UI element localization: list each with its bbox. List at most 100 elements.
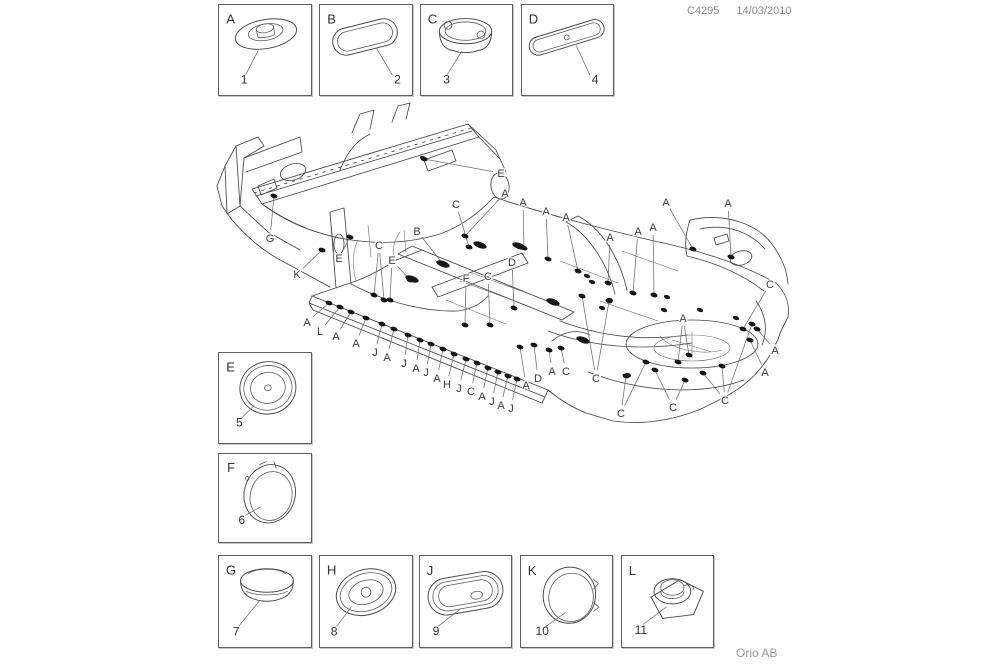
plug-dot	[685, 352, 693, 358]
box-letter: F	[227, 460, 235, 475]
plug-dot	[545, 347, 553, 353]
leader-line	[312, 302, 330, 318]
plug-dot	[473, 360, 481, 366]
leader-line	[487, 283, 491, 326]
callout-label-A: A	[332, 331, 340, 343]
disc-rings-drawing	[235, 356, 301, 419]
leader-line	[421, 237, 444, 265]
plug-dot	[606, 297, 614, 303]
part-illustration: F6	[227, 454, 311, 542]
callout-label-D: D	[508, 257, 516, 269]
leader-line	[654, 369, 670, 400]
plug-dot	[484, 365, 492, 371]
plug-dot	[325, 300, 333, 306]
plug-dot	[578, 293, 586, 299]
callout-label-H: H	[443, 379, 451, 391]
long-oval-plug-drawing	[527, 17, 606, 57]
part-illustration: J9	[420, 563, 511, 638]
plug-dot	[516, 344, 524, 350]
leader-line	[302, 249, 323, 269]
callout-label-J: J	[508, 403, 514, 415]
plug-bar	[512, 242, 526, 250]
leader-line	[545, 218, 549, 260]
callout-label-C: C	[562, 366, 570, 378]
item-leader-line	[245, 50, 259, 75]
leader-line	[438, 348, 444, 371]
plug-dot	[696, 307, 704, 313]
plug-dot	[624, 372, 632, 378]
item-number: 5	[236, 416, 243, 430]
plug-dot	[604, 280, 612, 286]
plug-dot	[557, 345, 565, 351]
plug-dot	[674, 359, 682, 365]
plug-dot	[510, 305, 518, 311]
callout-label-A: A	[383, 352, 391, 364]
part-illustration: H8	[327, 556, 412, 638]
ring-clip-drawing	[540, 564, 604, 628]
part-illustration: K10	[528, 563, 612, 638]
plug-dot	[461, 322, 469, 328]
item-leader-line	[643, 606, 667, 625]
plug-dot	[347, 309, 355, 315]
callout-label-A: A	[303, 317, 311, 329]
callout-label-A: A	[606, 232, 614, 244]
leader-line	[683, 325, 690, 356]
plug-dot	[753, 326, 761, 332]
leader-line	[270, 195, 275, 231]
plug-dot	[462, 356, 470, 362]
item-number: 3	[443, 72, 450, 86]
plug-dot	[390, 326, 398, 332]
leader-line	[624, 361, 647, 406]
grommet-donut-drawing	[233, 14, 299, 53]
leader-line	[472, 362, 478, 384]
item-leader-line	[545, 612, 566, 627]
leader-line	[448, 353, 455, 377]
callout-label-C: C	[592, 373, 600, 385]
leader-line	[677, 325, 683, 363]
item-number: 2	[394, 72, 401, 86]
plug-dot	[404, 332, 412, 338]
part-illustration: L11	[629, 563, 713, 637]
leader-line	[522, 209, 525, 249]
chassis-line-art	[216, 102, 789, 423]
item-leader-line	[438, 608, 461, 627]
leader-line	[339, 311, 352, 330]
item-leader-line	[238, 599, 261, 627]
plug-bar	[436, 260, 450, 268]
plug-dot	[370, 292, 378, 298]
box-letter: G	[226, 563, 236, 578]
plug-dot	[416, 337, 424, 343]
callout-label-D: D	[534, 373, 542, 385]
item-leader-line	[446, 51, 462, 75]
plug-dot	[465, 244, 473, 250]
leader-line	[728, 210, 732, 258]
callout-label-A: A	[649, 222, 657, 234]
item-number: 7	[233, 624, 240, 638]
leader-line	[416, 339, 421, 361]
item-number: 9	[433, 624, 440, 638]
box-letter: J	[427, 563, 434, 578]
plug-dot	[689, 246, 697, 252]
plug-dot	[718, 363, 726, 369]
callout-label-C: C	[721, 395, 729, 407]
callout-label-K: K	[293, 269, 301, 281]
plug-bar	[546, 298, 560, 306]
callout-label-J: J	[372, 347, 378, 359]
oval-plug-drawing	[330, 16, 400, 58]
box-letter: E	[226, 359, 235, 374]
leader-line	[389, 267, 392, 301]
callout-label-J: J	[489, 396, 495, 408]
plug-dot	[681, 377, 689, 383]
plug-dot	[739, 326, 747, 332]
plug-bar	[473, 241, 487, 249]
plug-dot	[336, 304, 344, 310]
cup-plug-drawing	[439, 19, 491, 53]
callout-label-A: A	[412, 363, 420, 375]
leader-line	[502, 375, 509, 398]
